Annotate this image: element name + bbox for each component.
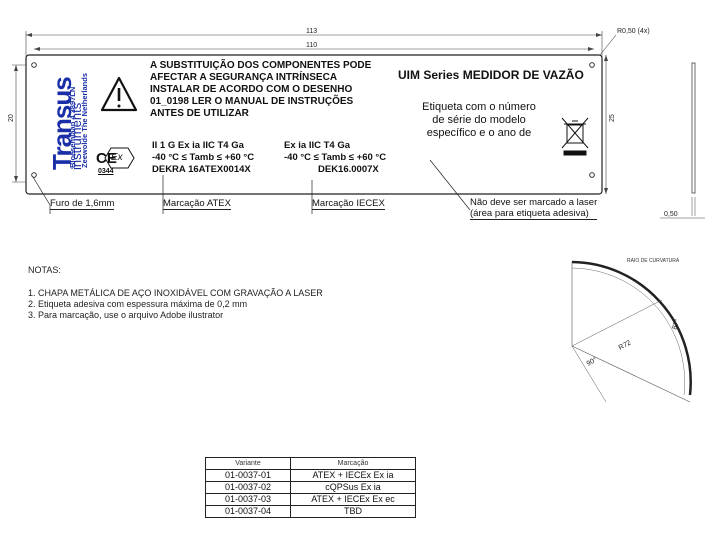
iecex-line: Ex ia IIC T4 Ga [284,140,350,151]
curvature-title: RAIO DE CURVATURA [627,258,680,264]
marking-cell: TBD [290,505,416,518]
notes-section: NOTAS: 1. CHAPA METÁLICA DE AÇO INOXIDÁV… [28,265,323,321]
callout-hole: Furo de 1,6mm [50,198,115,210]
dim-height-right: 25 [609,114,616,122]
dim-height-left: 20 [8,114,15,122]
ce-notified-body-number: 0344 [98,168,114,175]
variant-cell: 01-0037-01 [205,469,291,482]
address-line-2: Zeewolde The Netherlands [80,72,89,168]
hole-top-right [589,62,595,68]
variant-cell: 01-0037-02 [205,481,291,494]
callout-atex: Marcação ATEX [163,198,231,210]
weee-bin-icon [561,117,589,156]
curvature-diagram: R72 87° 90° [571,260,692,403]
table-row: 01-0037-01 ATEX + IECEx Ex ia [205,469,416,482]
dim-corner-radius: R0,50 (4x) [617,28,650,35]
variant-cell: 01-0037-04 [205,505,291,518]
iecex-marking: Ex ia IIC T4 Ga -40 °C ≤ Tamb ≤ +60 °C D… [284,140,386,176]
callout-laser: Não deve ser marcado a laser (área para … [470,197,598,220]
curvature-angle-outer: 87° [670,318,681,331]
dim-overall-width: 113 [306,28,317,35]
iecex-line: DEK16.0007X [318,164,379,175]
dim-inner-width: 110 [306,42,317,49]
hole-top-left [31,62,37,68]
address-line-1: Bloesemlaan 4 3897LN [68,86,77,168]
note-item: 2. Etiqueta adesiva com espessura máxima… [28,299,248,309]
callout-iecex: Marcação IECEX [312,198,385,210]
table-row: 01-0037-04 TBD [205,505,416,518]
variants-table: Variante Marcação 01-0037-01 ATEX + IECE… [205,457,416,518]
ex-symbol: Ex [111,152,123,163]
laser-note-line-2: (área para etiqueta adesiva) [470,208,598,220]
atex-line: II 1 G Ex ia IIC T4 Ga [152,140,244,151]
atex-line: -40 °C ≤ Tamb ≤ +60 °C [152,152,255,163]
atex-line: DEKRA 16ATEX0014X [152,164,251,175]
hole-bottom-right [589,172,595,178]
variant-cell: 01-0037-03 [205,493,291,506]
warning-triangle-icon [100,76,138,112]
curvature-arc [571,260,692,396]
warning-line: AFECTAR A SEGURANÇA INTRÍNSECA [150,72,338,83]
column-header-variant: Variante [205,457,291,470]
column-header-marking: Marcação [290,457,416,470]
marking-cell: ATEX + IECEx Ex ia [290,469,416,482]
warning-line: 01_0198 LER O MANUAL DE INSTRUÇÕES [150,96,354,107]
marking-cell: cQPSus Ex ia [290,481,416,494]
dim-thickness: 0,50 [664,211,678,218]
warning-text-block: A SUBSTITUIÇÃO DOS COMPONENTES PODE AFEC… [150,60,371,120]
atex-marking: II 1 G Ex ia IIC T4 Ga -40 °C ≤ Tamb ≤ +… [152,140,254,176]
marking-cell: ATEX + IECEx Ex ec [290,493,416,506]
note-item: 3. Para marcação, use o arquivo Adobe il… [28,310,224,320]
warning-line: A SUBSTITUIÇÃO DOS COMPONENTES PODE [150,60,372,71]
leader-hole [32,176,51,206]
side-view-plate [691,62,696,194]
table-row: 01-0037-03 ATEX + IECEx Ex ec [205,493,416,506]
notes-title: NOTAS: [28,265,61,275]
serial-label-note: Etiqueta com o número de série do modelo… [422,101,536,139]
ce-mark: CE [96,150,117,167]
hole-bottom-left [31,172,37,178]
ex-hexagon-icon [104,147,135,169]
table-row: 01-0037-02 cQPSus Ex ia [205,481,416,494]
laser-note-line-1: Não deve ser marcado a laser [470,197,598,208]
note-item: 1. CHAPA METÁLICA DE AÇO INOXIDÁVEL COM … [28,288,323,298]
warning-line: ANTES DE UTILIZAR [150,108,249,119]
series-title: UIM Series MEDIDOR DE VAZÃO [398,68,584,82]
iecex-line: -40 °C ≤ Tamb ≤ +60 °C [284,152,387,163]
curvature-radius-label: R72 [618,340,633,352]
plate-outline [25,54,603,195]
warning-line: INSTALAR DE ACORDO COM O DESENHO [150,84,353,95]
leader-laser [429,159,471,211]
